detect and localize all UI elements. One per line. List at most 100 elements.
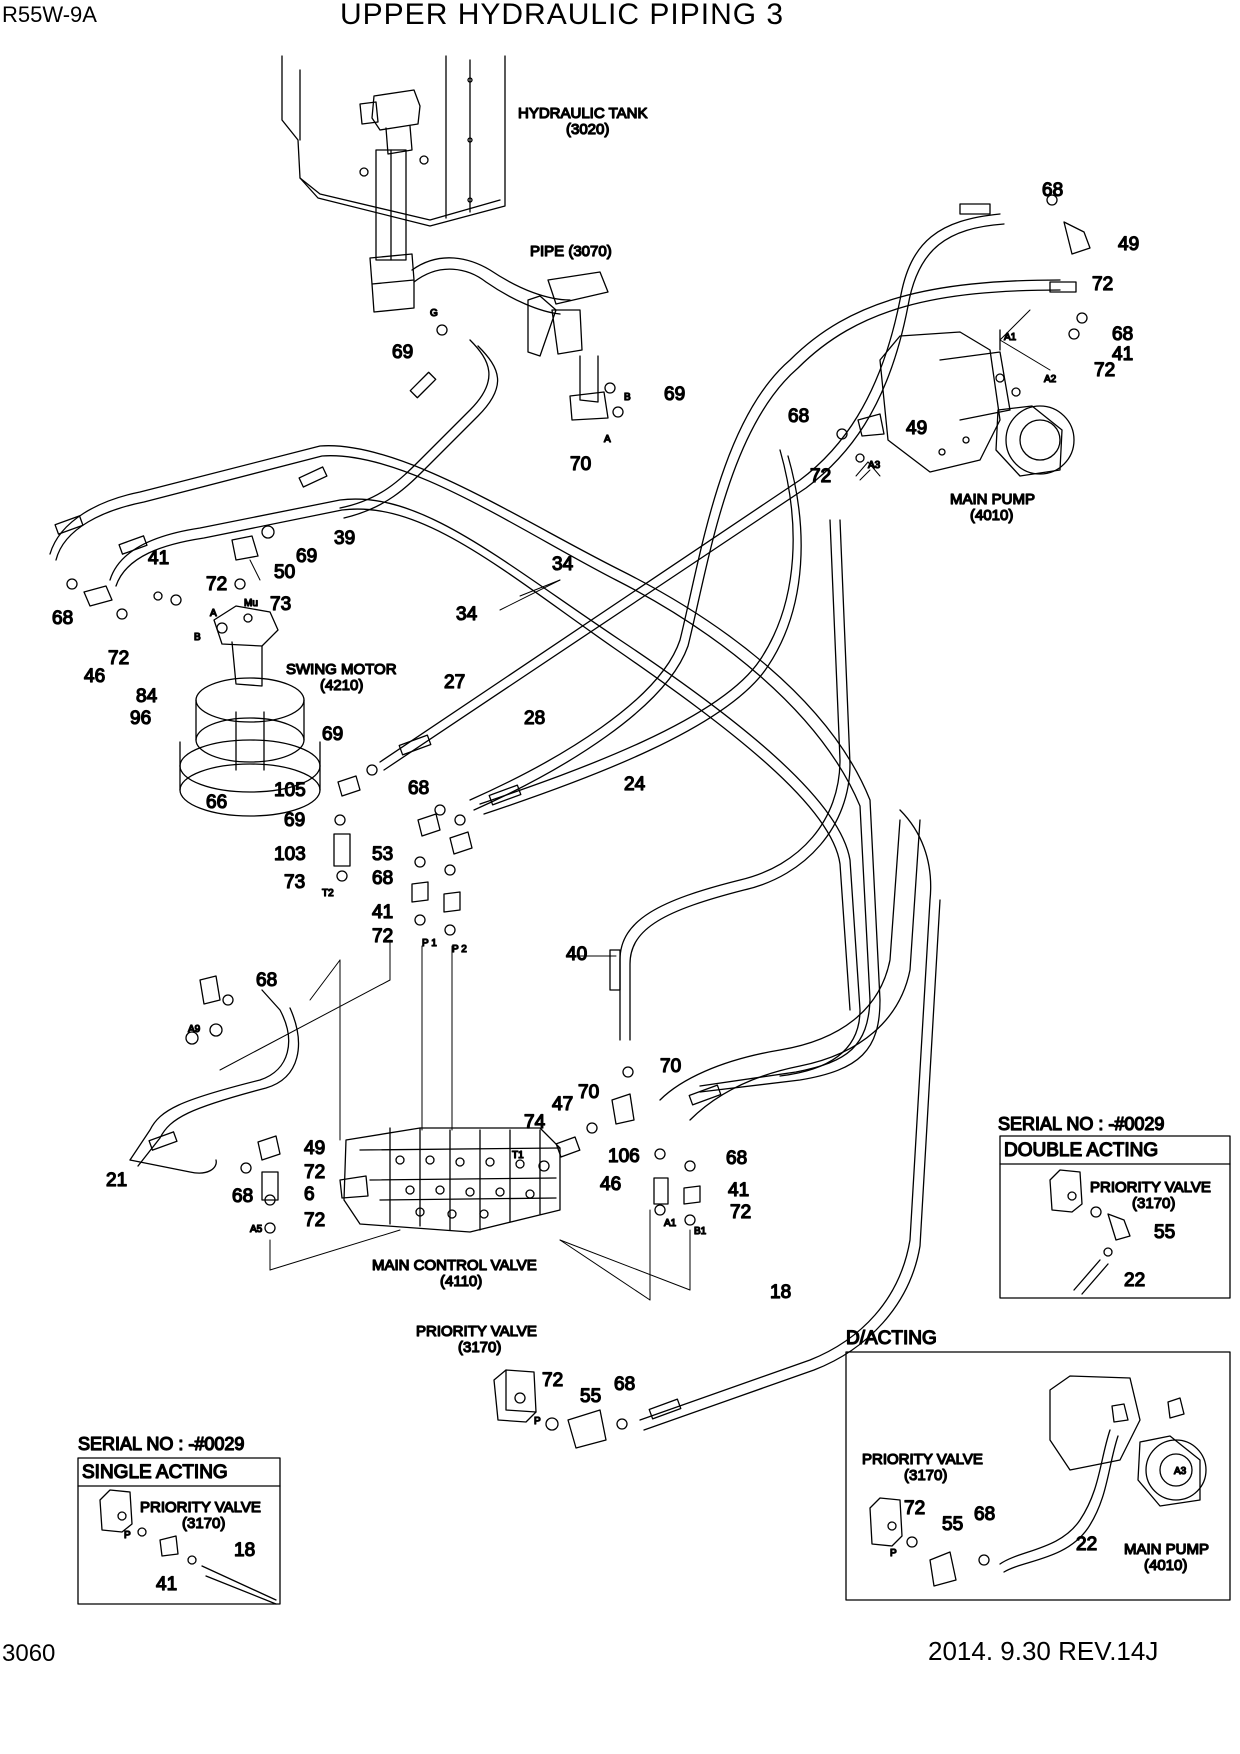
part-number: 70	[570, 454, 591, 475]
part-number: 28	[524, 708, 545, 729]
part-number: 70	[660, 1056, 681, 1077]
part-number: 55	[580, 1386, 601, 1407]
hoses	[49, 203, 1077, 1431]
part-number: 27	[444, 672, 465, 693]
model-code: R55W-9A	[2, 2, 97, 27]
part-number: 68	[372, 868, 393, 889]
priority-valve-ref: (3170)	[458, 1339, 501, 1356]
port-label: A	[210, 608, 217, 619]
swing-motor-label: SWING MOTOR	[286, 661, 397, 678]
inset-d-acting-pump-ref: (4010)	[1144, 1557, 1187, 1574]
inset-single-priority-ref: (3170)	[182, 1515, 225, 1532]
part-number: 41	[156, 1574, 177, 1595]
port-label: A1	[664, 1218, 677, 1229]
part-number: 66	[206, 792, 227, 813]
part-number: 18	[770, 1282, 791, 1303]
part-number: 53	[372, 844, 393, 865]
pipe-3070	[411, 257, 624, 421]
part-number: 22	[1076, 1534, 1097, 1555]
inset-d-acting-priority-ref: (3170)	[904, 1467, 947, 1484]
part-number: 49	[304, 1138, 325, 1159]
part-number: 22	[1124, 1270, 1145, 1291]
leader-lines	[219, 309, 1051, 1301]
part-number: 72	[1094, 360, 1115, 381]
fittings	[66, 194, 1091, 1449]
part-number: 68	[408, 778, 429, 799]
part-number: 69	[284, 810, 305, 831]
part-number: 21	[106, 1170, 127, 1191]
part-number: 84	[136, 686, 158, 707]
port-label: A3	[868, 460, 881, 471]
part-number: 50	[274, 562, 295, 583]
hydraulic-tank-ref: (3020)	[566, 121, 609, 138]
port-label: A	[604, 434, 611, 445]
port-label: P 2	[452, 944, 467, 955]
port-label: P 1	[422, 938, 437, 949]
part-number: 68	[974, 1504, 995, 1525]
part-number: 72	[904, 1498, 925, 1519]
part-number: 46	[600, 1174, 621, 1195]
swing-motor-ref: (4210)	[320, 677, 363, 694]
part-number: 68	[726, 1148, 747, 1169]
part-number: 47	[552, 1094, 573, 1115]
part-number: 49	[1118, 234, 1139, 255]
port-label: A5	[250, 1224, 263, 1235]
inset-box-d-acting	[845, 1351, 1231, 1601]
inset-double-priority-ref: (3170)	[1132, 1195, 1175, 1212]
inset-box-double-acting	[999, 1135, 1231, 1299]
part-number: 39	[334, 528, 355, 549]
part-number: 40	[566, 944, 587, 965]
part-number: 49	[906, 418, 927, 439]
priority-valve	[493, 1369, 537, 1423]
main-pump	[879, 329, 1075, 477]
port-label: T2	[322, 888, 334, 899]
part-number: 46	[84, 666, 105, 687]
hydraulic-tank-label: HYDRAULIC TANK	[518, 105, 647, 122]
part-number: 73	[270, 594, 291, 615]
part-number: 70	[578, 1082, 599, 1103]
part-number: 72	[810, 466, 831, 487]
part-number: 72	[304, 1210, 325, 1231]
inset-d-acting-drawing	[869, 1375, 1207, 1587]
part-number: 69	[296, 546, 317, 567]
part-number: 69	[392, 342, 413, 363]
part-number: 55	[1154, 1222, 1175, 1243]
inset-single-title: SINGLE ACTING	[82, 1462, 228, 1483]
part-number: 72	[108, 648, 129, 669]
port-label: G	[430, 308, 438, 319]
page-title: UPPER HYDRAULIC PIPING 3	[340, 0, 785, 31]
part-number: 72	[542, 1370, 563, 1391]
part-number: 69	[664, 384, 685, 405]
part-number: 41	[1112, 344, 1133, 365]
inset-d-acting-title: D/ACTING	[846, 1328, 937, 1349]
inset-double-acting-drawing	[1049, 1169, 1131, 1295]
part-number: 55	[942, 1514, 963, 1535]
part-number: 24	[624, 774, 646, 795]
port-label: A3	[1174, 1466, 1187, 1477]
inset-d-acting-priority-label: PRIORITY VALVE	[862, 1451, 983, 1468]
part-number: 68	[614, 1374, 635, 1395]
port-label: B	[194, 632, 201, 643]
port-label: A2	[1044, 374, 1057, 385]
part-number: 72	[372, 926, 393, 947]
part-number: 68	[232, 1186, 253, 1207]
port-label: A1	[1004, 332, 1017, 343]
part-number: 6	[304, 1184, 315, 1205]
inset-d-acting-pump-label: MAIN PUMP	[1124, 1541, 1209, 1558]
main-control-valve-ref: (4110)	[440, 1273, 482, 1290]
part-number: 69	[322, 724, 343, 745]
port-label: B	[624, 392, 631, 403]
part-number: 72	[206, 574, 227, 595]
part-number: 68	[256, 970, 277, 991]
inset-single-acting-drawing	[99, 1489, 277, 1605]
main-pump-ref: (4010)	[970, 507, 1013, 524]
part-number: 96	[130, 708, 151, 729]
port-label: Mu	[244, 598, 258, 609]
part-number: 34	[456, 604, 478, 625]
port-label: P	[124, 1530, 131, 1541]
swing-motor	[179, 605, 321, 817]
part-number: 106	[608, 1146, 640, 1167]
hydraulic-tank	[281, 55, 506, 313]
